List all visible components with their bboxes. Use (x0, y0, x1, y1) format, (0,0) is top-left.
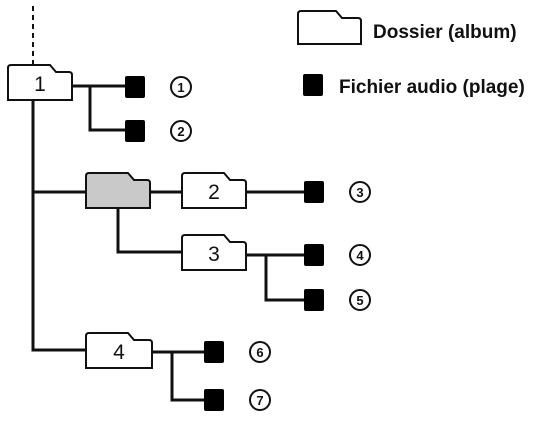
folder-4-label: 4 (113, 341, 125, 364)
audio-file-icon (125, 120, 145, 142)
legend-file-label: Fichier audio (plage) (339, 77, 525, 98)
folder-icon (297, 10, 362, 45)
legend-file: Fichier audio (plage) (303, 74, 525, 98)
track-2-number: 2 (177, 124, 184, 139)
track-7: 7 (204, 389, 271, 411)
folder-highlighted (85, 172, 151, 209)
audio-file-icon (304, 244, 324, 266)
tree-connectors (31, 84, 304, 402)
audio-file-icon (204, 341, 224, 363)
folder-4: 4 (85, 332, 153, 369)
folder-2: 2 (181, 172, 247, 209)
audio-file-icon (204, 389, 224, 411)
legend: Dossier (album) Fichier audio (plage) (297, 10, 525, 98)
folder-2-label: 2 (208, 181, 220, 204)
track-3: 3 (304, 181, 371, 203)
audio-file-icon (304, 181, 324, 203)
track-3-number: 3 (356, 185, 363, 200)
legend-folder-label: Dossier (album) (373, 22, 517, 43)
track-6-number: 6 (256, 345, 263, 360)
track-6: 6 (204, 341, 271, 363)
track-7-number: 7 (256, 393, 263, 408)
track-4-number: 4 (356, 248, 364, 263)
legend-folder: Dossier (album) (297, 10, 517, 45)
track-1: 1 (125, 76, 192, 98)
folder-1-label: 1 (34, 73, 46, 96)
audio-file-icon (125, 76, 145, 98)
audio-file-icon (304, 289, 324, 311)
folder-3: 3 (181, 234, 247, 271)
track-5: 5 (304, 289, 371, 311)
audio-file-icon (303, 74, 323, 96)
folder-1: 1 (7, 64, 73, 101)
track-4: 4 (304, 244, 371, 266)
track-2: 2 (125, 120, 192, 142)
folder-3-label: 3 (208, 243, 220, 266)
track-5-number: 5 (356, 293, 363, 308)
track-1-number: 1 (177, 80, 184, 95)
